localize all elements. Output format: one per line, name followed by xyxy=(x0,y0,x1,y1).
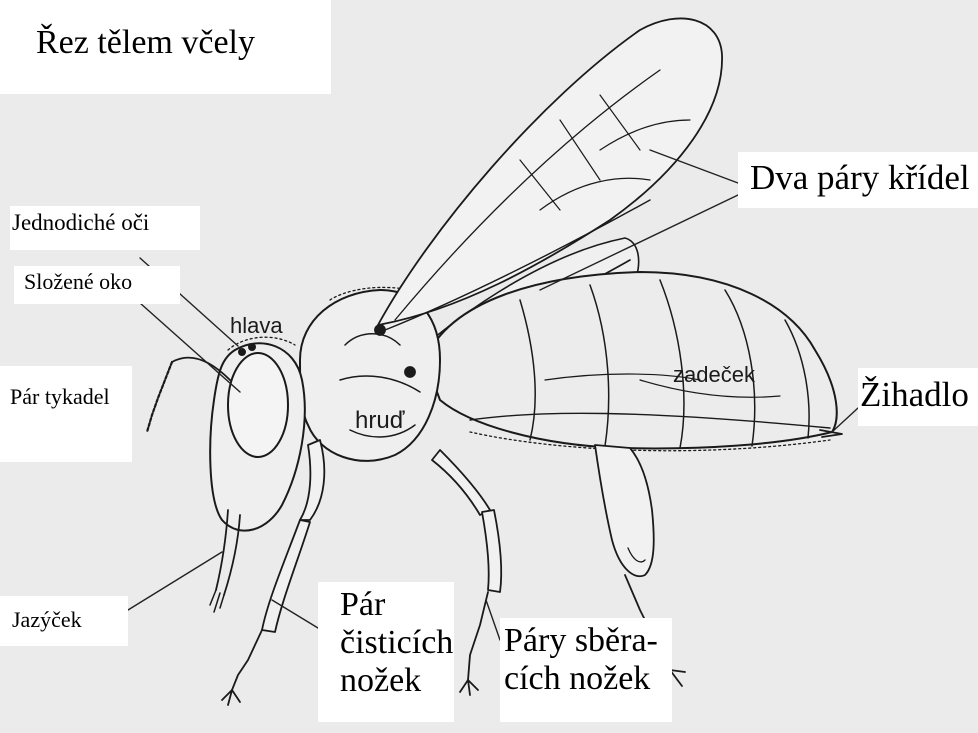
label-par-tykadel: Pár tykadel xyxy=(0,366,132,462)
diagram-title: Řez tělem včely xyxy=(0,0,331,94)
label-sberaci-nozky: Páry sběra- cích nožek xyxy=(500,618,672,722)
label-hlava: hlava xyxy=(230,313,283,339)
label-jednoduche-oci: Jednodiché oči xyxy=(10,206,200,250)
label-cistici-line1: Pár xyxy=(340,586,454,624)
label-jazycek: Jazýček xyxy=(0,596,128,646)
compound-eye-shape xyxy=(228,353,288,457)
label-cistici-nozky: Pár čisticích nožek xyxy=(318,582,454,722)
leader-sberaci-nozky xyxy=(486,600,500,640)
leader-slozene-oko xyxy=(140,303,240,392)
label-sberaci-line2: cích nožek xyxy=(504,660,672,698)
label-slozene-oko: Složené oko xyxy=(14,266,180,304)
label-zadecek: zadeček xyxy=(673,362,755,388)
label-dva-pary-kridel: Dva páry křídel xyxy=(738,152,978,208)
label-cistici-line3: nožek xyxy=(340,662,454,700)
label-cistici-line2: čisticích xyxy=(340,624,454,662)
leader-jazycek xyxy=(128,552,222,610)
label-zihadlo: Žihadlo xyxy=(858,368,978,426)
label-sberaci-line1: Páry sběra- xyxy=(504,622,672,660)
label-hrud: hruď xyxy=(355,407,404,435)
